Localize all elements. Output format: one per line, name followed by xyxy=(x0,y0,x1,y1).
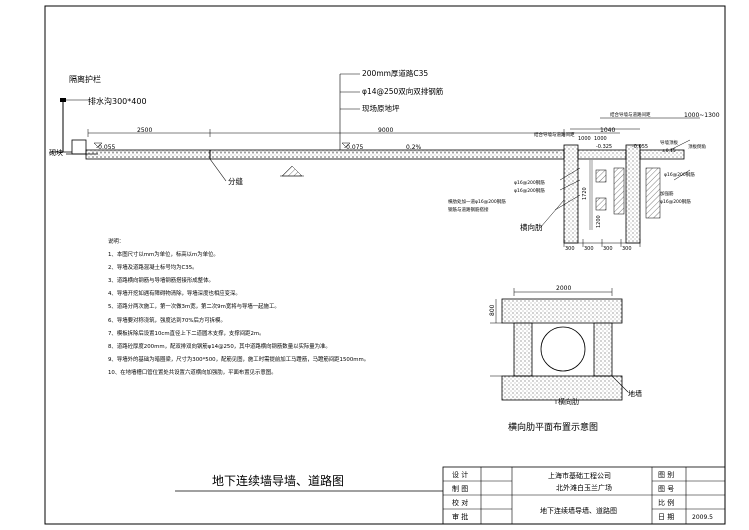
road-thickness-label: 200mm厚道路C35 xyxy=(362,68,428,78)
rebar-c-label: φ16@200钢筋 xyxy=(660,198,691,205)
field-scale: 比 例 xyxy=(658,498,674,507)
rebar-a-label: φ16@200钢筋 xyxy=(514,179,545,186)
dim-right: 1040 xyxy=(600,127,615,134)
subgrade-label: 现场原地坪 xyxy=(362,103,400,113)
rebar-label: φ14@250双向双排钢筋 xyxy=(362,86,444,96)
note-item: 2、导墙及道路混凝土标号均为C35。 xyxy=(108,265,198,272)
note-item: 4、导墙开挖如遇有障碍物清除，导墙深度也相应变深。 xyxy=(108,291,241,298)
company-name: 上海市基础工程公司 xyxy=(548,471,611,480)
road-cross-section xyxy=(50,73,700,247)
row-check: 校 对 xyxy=(452,498,468,507)
fill-label: 加强筋 xyxy=(660,190,674,197)
project-name: 北外滩白玉兰广场 xyxy=(556,483,612,492)
dim-combo-label-2: 结合导墙与道路间距 xyxy=(534,131,575,138)
slab-label: 导墙顶板 xyxy=(660,139,678,146)
note-item: 1、本图尺寸以mm为单位，标高以m为单位。 xyxy=(108,252,219,259)
plan-view xyxy=(490,288,629,404)
dim-under-a: 300 xyxy=(565,246,575,252)
dim-mid: 9000 xyxy=(378,127,393,134)
level-top: ±0.15 xyxy=(662,148,676,154)
dim-small-a: 1000 xyxy=(578,136,591,142)
note-item: 9、导墙外的基础为暗圈梁，尺寸为300*500，配筋见图，施工时需提前加工马蹬筋… xyxy=(108,356,370,363)
dim-combo-label: 结合导墙与道路间距 xyxy=(610,111,651,118)
rebar-b-label: φ16@200钢筋 xyxy=(514,187,545,194)
notes-block: 说明： 1、本图尺寸以mm为单位，标高以m为单位。 2、导墙及道路混凝土标号均为… xyxy=(108,236,408,380)
dim-combo-value: 1000~1300 xyxy=(684,112,720,119)
drawing-name-cell: 地下连续墙导墙、道路图 xyxy=(540,506,617,515)
row-design: 设 计 xyxy=(452,470,468,479)
title-block xyxy=(175,466,726,525)
date-value: 2009.5 xyxy=(692,514,713,521)
note-item: 8、道路砼厚度200mm，配双排双向钢筋φ14@250，其中道路横向钢筋数量以实… xyxy=(108,343,331,350)
barrier-label: 隔离护栏 xyxy=(69,74,101,84)
joint-label: 分缝 xyxy=(228,176,243,186)
dim-vertical: 1720 xyxy=(582,187,588,200)
ditch-label: 排水沟300*400 xyxy=(88,96,147,106)
note-item: 10、在地墙槽口管位置处共设置六道横向加强肋，平面布置见示意图。 xyxy=(108,369,277,376)
slope-label: 0.2% xyxy=(406,144,422,151)
wall-note: 顶板倒角 xyxy=(688,143,706,150)
dim-left: 2500 xyxy=(137,127,152,134)
level-wall: -0.055 xyxy=(632,144,648,150)
row-draw: 制 图 xyxy=(452,484,468,493)
field-category: 图 别 xyxy=(658,470,674,479)
dim-vertical-2: 1200 xyxy=(596,215,602,228)
note-item: 3、道路横向钢筋与导墙钢筋搭接形成整体。 xyxy=(108,278,214,285)
field-number: 图 号 xyxy=(658,485,674,493)
row-approve: 审 批 xyxy=(452,512,468,521)
notes-title: 说明： xyxy=(108,239,125,245)
level-left: -0.055 xyxy=(96,144,116,151)
note-item: 7、模板拆除后设置10cm直径上下二道圆木支撑，支撑间距2m。 xyxy=(108,330,265,337)
dim-under-d: 300 xyxy=(622,246,632,252)
plan-dim-side: 800 xyxy=(489,304,496,316)
outer-border xyxy=(44,5,726,525)
rib-note-1: 横肋处加一道φ16@200钢筋 xyxy=(448,198,506,205)
rebar-d-label: φ16@200钢筋 xyxy=(664,171,695,178)
note-item: 5、道路分两次施工，第一次做3m宽，第二次9m宽将与导墙一起施工。 xyxy=(108,304,280,311)
rib-note-2: 钢筋与道路钢筋搭接 xyxy=(448,206,489,213)
rib-label: 横向肋 xyxy=(520,222,543,232)
plan-caption: 横向肋平面布置示意图 xyxy=(508,421,598,433)
dim-under-c: 300 xyxy=(603,246,613,252)
level-mid: -0.075 xyxy=(344,144,364,151)
field-date: 日 期 xyxy=(658,513,674,521)
level-right: -0.325 xyxy=(596,144,612,150)
plan-dim-top: 2000 xyxy=(556,285,571,292)
curb-label: 砌块 xyxy=(49,148,63,157)
plan-wall-label: 地墙 xyxy=(628,389,642,398)
drawing-title: 地下连续墙导墙、道路图 xyxy=(212,473,344,488)
plan-rib-label: 横向肋 xyxy=(558,397,579,406)
dim-under-b: 300 xyxy=(584,246,594,252)
note-item: 6、导墙要对称浇筑，强度达到70%后方可拆模。 xyxy=(108,317,226,324)
dim-small-b: 1000 xyxy=(594,136,607,142)
